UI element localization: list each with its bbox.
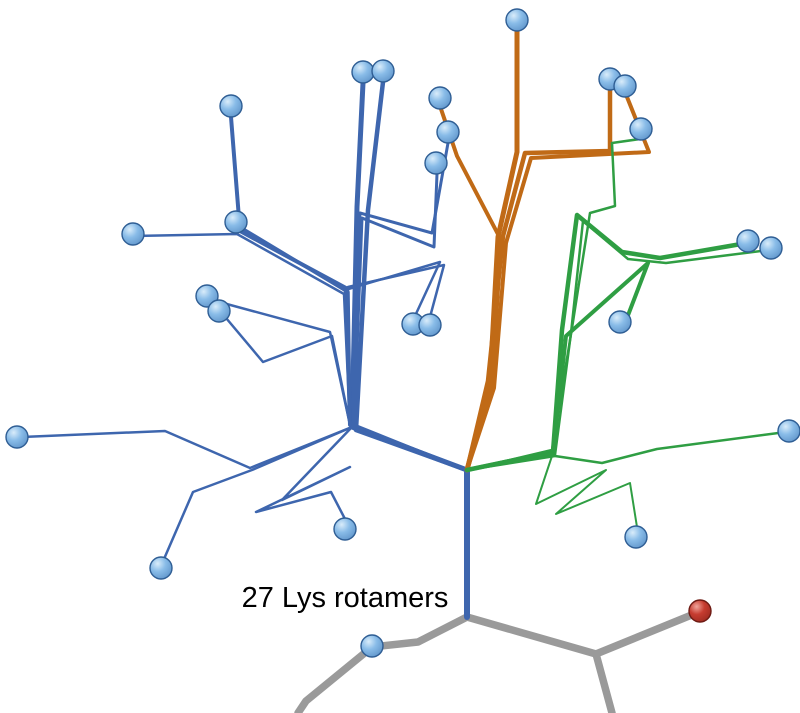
atom-N[interactable] xyxy=(418,313,442,337)
atom-N[interactable] xyxy=(777,419,800,443)
backbone-bond[interactable] xyxy=(463,613,616,713)
atom-N[interactable] xyxy=(5,425,29,449)
blue-rotamer-bond[interactable] xyxy=(346,263,469,472)
green-rotamer-bond[interactable] xyxy=(465,430,788,472)
blue-rotamer-bond[interactable] xyxy=(162,425,469,561)
blue-rotamer-bond[interactable] xyxy=(20,425,469,472)
green-rotamer-bond[interactable] xyxy=(464,212,750,473)
atom-N[interactable] xyxy=(505,8,529,32)
atom-N[interactable] xyxy=(613,74,637,98)
green-rotamer-bond[interactable] xyxy=(465,137,642,472)
rotamer-count-label: 27 Lys rotamers xyxy=(242,582,449,614)
backbone-bond[interactable] xyxy=(592,610,698,658)
orange-rotamer-bond[interactable] xyxy=(439,107,503,472)
blue-rotamer-bond[interactable] xyxy=(254,425,469,521)
backbone-bond[interactable] xyxy=(368,613,471,651)
backbone-bonds xyxy=(294,610,698,713)
atom-N[interactable] xyxy=(371,59,395,83)
backbone-bond[interactable] xyxy=(294,643,376,713)
atom-N[interactable] xyxy=(436,120,460,144)
green-rotamer-bond[interactable] xyxy=(465,219,771,472)
atom-N[interactable] xyxy=(624,525,648,549)
atom-N[interactable] xyxy=(351,60,375,84)
atom-N[interactable] xyxy=(149,556,173,580)
atom-N[interactable] xyxy=(360,634,384,658)
rotamer-bonds xyxy=(20,28,788,620)
atom-N[interactable] xyxy=(224,210,248,234)
atom-N[interactable] xyxy=(219,94,243,118)
green-rotamer-bond[interactable] xyxy=(466,452,638,528)
orange-rotamer-bond[interactable] xyxy=(464,28,520,473)
atom-N[interactable] xyxy=(121,222,145,246)
atom-N[interactable] xyxy=(428,86,452,110)
orange-rotamer-bond[interactable] xyxy=(465,95,651,472)
atom-N[interactable] xyxy=(759,236,783,260)
atom-N[interactable] xyxy=(333,517,357,541)
atom-spheres xyxy=(5,8,800,658)
atom-N[interactable] xyxy=(736,229,760,253)
atom-N[interactable] xyxy=(629,117,653,141)
atom-N[interactable] xyxy=(608,310,632,334)
orange-rotamer-bond[interactable] xyxy=(464,88,613,473)
atom-N[interactable] xyxy=(424,151,448,175)
atom-N[interactable] xyxy=(207,299,231,323)
atom-O[interactable] xyxy=(688,599,712,623)
